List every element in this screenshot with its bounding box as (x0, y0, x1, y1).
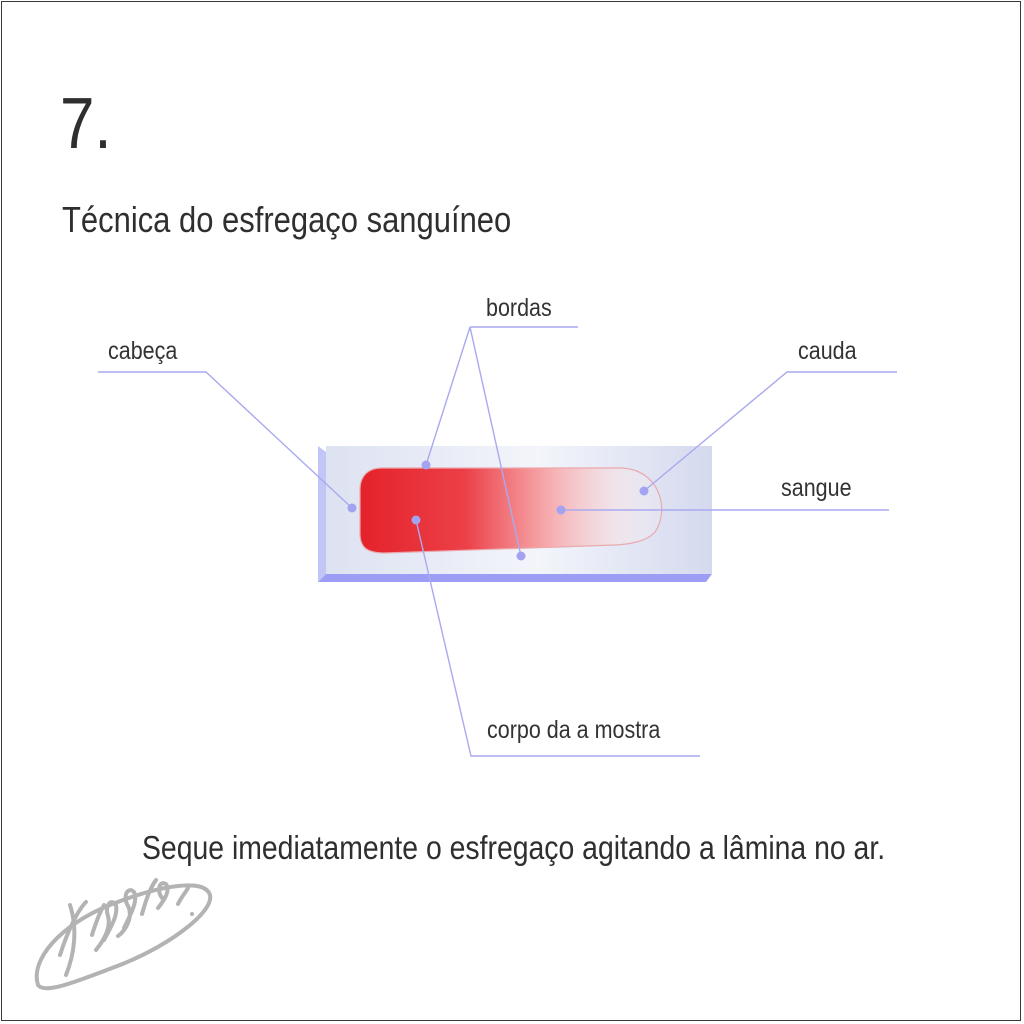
anchor-cabeca (347, 503, 357, 513)
label-corpo-da-amostra: corpo da a mostra (487, 716, 661, 744)
label-cabeca: cabeça (108, 337, 178, 365)
label-cauda: cauda (798, 337, 857, 365)
step-number: 7. (60, 84, 112, 164)
anchor-bordas-top (421, 460, 431, 470)
label-sangue: sangue (781, 474, 852, 502)
anchor-corpo (411, 515, 421, 525)
page-title: Técnica do esfregaço sanguíneo (62, 199, 512, 240)
instruction-caption: Seque imediatamente o esfregaço agitando… (142, 829, 886, 866)
label-bordas: bordas (486, 294, 552, 322)
leader-lines (98, 326, 897, 757)
signature-logo (34, 878, 213, 991)
anchor-bordas-bottom (516, 551, 526, 561)
anchor-points (347, 460, 649, 561)
anchor-sangue (556, 505, 566, 515)
anchor-cauda (639, 486, 649, 496)
